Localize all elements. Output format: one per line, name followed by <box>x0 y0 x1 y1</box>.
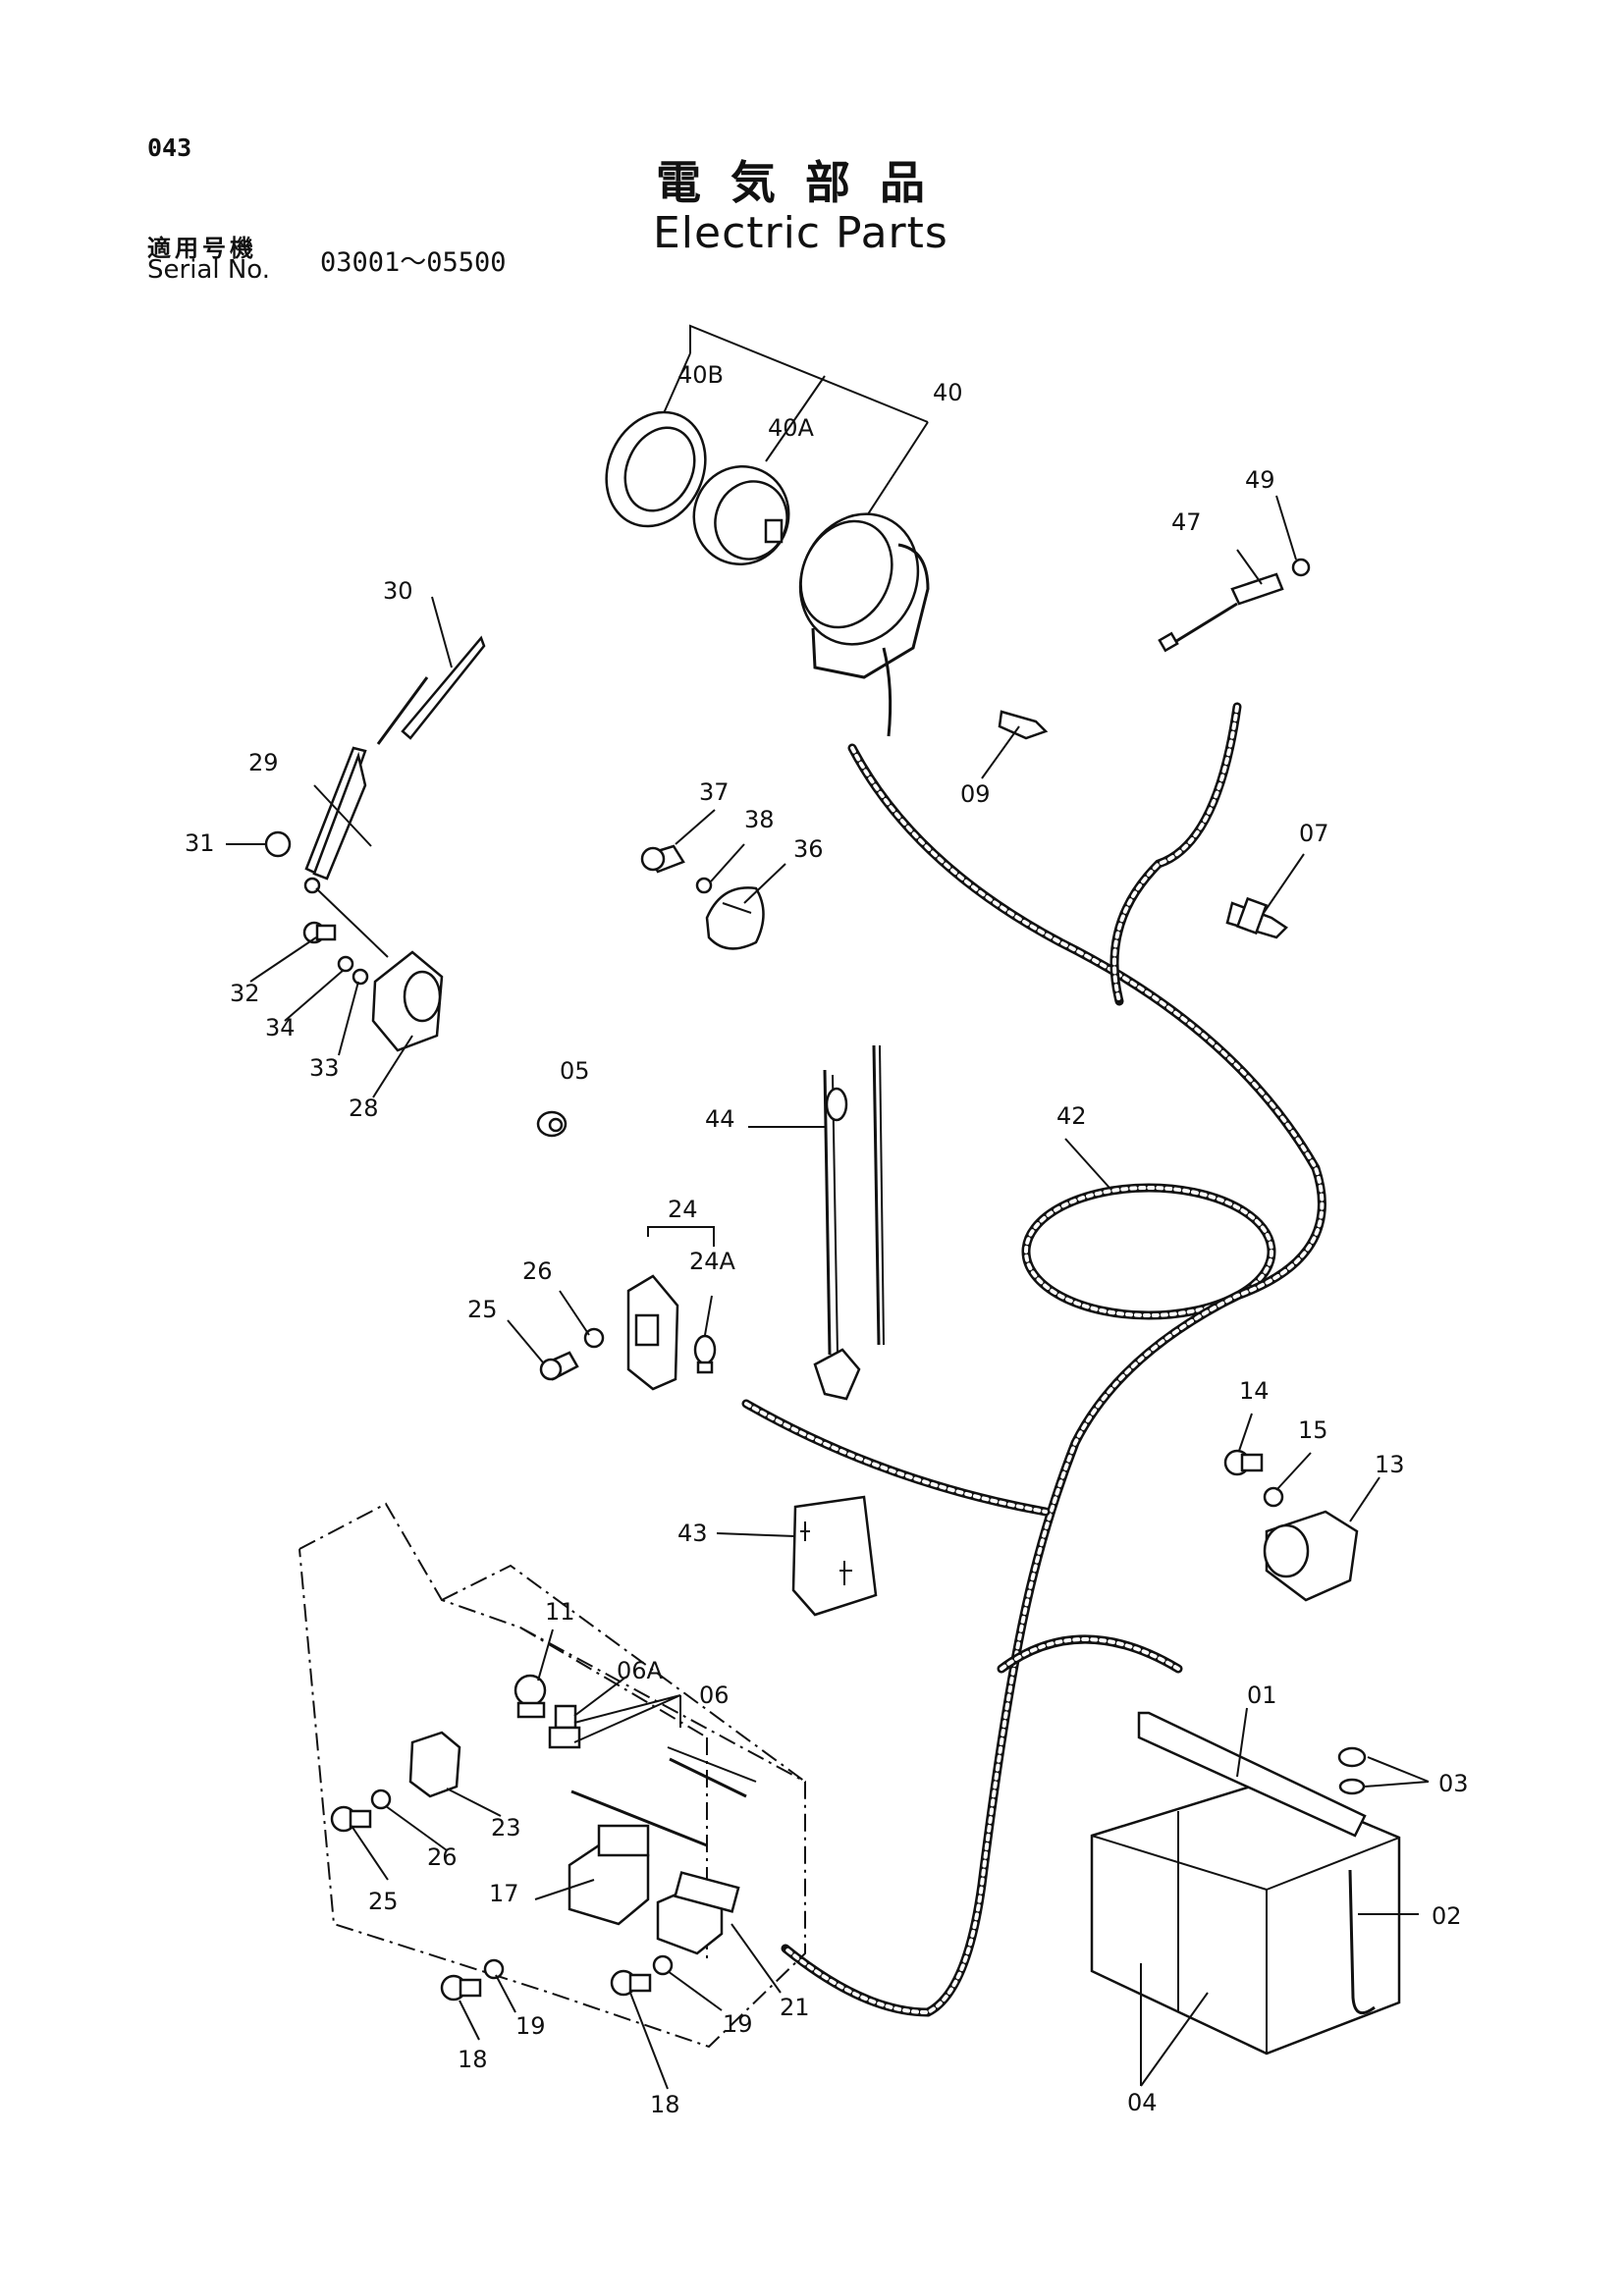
callout-24A: 24A <box>689 1248 736 1275</box>
bracket-36-group <box>640 844 765 950</box>
callout-15: 15 <box>1298 1416 1328 1444</box>
work-light-assembly <box>605 324 930 737</box>
callout-30: 30 <box>383 577 413 605</box>
callout-31: 31 <box>185 829 215 857</box>
callout-47: 47 <box>1171 508 1202 536</box>
callout-18-left: 18 <box>458 2046 488 2073</box>
callout-11: 11 <box>545 1598 575 1626</box>
switch-13-group <box>1223 1449 1359 1602</box>
callout-32: 32 <box>230 980 260 1007</box>
callout-38: 38 <box>744 806 775 833</box>
serial-label-japanese: 適用号機 <box>147 235 257 262</box>
callout-03: 03 <box>1438 1770 1469 1797</box>
grommet-05 <box>536 1110 568 1138</box>
callout-25-lower: 25 <box>368 1888 399 1915</box>
callout-28: 28 <box>349 1095 379 1122</box>
callout-21: 21 <box>780 1994 810 2021</box>
callout-24: 24 <box>668 1196 698 1223</box>
callout-40: 40 <box>933 379 963 406</box>
callout-36: 36 <box>793 835 824 863</box>
callout-26-lower: 26 <box>427 1843 458 1871</box>
page-title-english: Electric Parts <box>653 208 948 258</box>
callout-23: 23 <box>491 1814 521 1842</box>
callout-19-right: 19 <box>723 2010 753 2038</box>
callout-labels: 40B 40A 40 49 47 30 29 31 09 37 38 36 07… <box>185 361 1469 2118</box>
callout-18-right: 18 <box>650 2091 680 2118</box>
callout-01: 01 <box>1247 1682 1277 1709</box>
callout-37: 37 <box>699 778 730 806</box>
callout-34: 34 <box>265 1014 296 1041</box>
callout-06A: 06A <box>617 1657 664 1684</box>
serial-range: 03001～05500 <box>320 247 507 278</box>
page-number: 043 <box>147 133 192 162</box>
callout-44: 44 <box>705 1105 735 1133</box>
leader-lines <box>226 495 1430 2090</box>
callout-42: 42 <box>1056 1102 1087 1130</box>
callout-26-upper: 26 <box>522 1257 553 1285</box>
callout-06: 06 <box>699 1682 730 1709</box>
callout-25-upper: 25 <box>467 1296 498 1323</box>
console-assembly <box>298 1502 806 2049</box>
callout-43: 43 <box>677 1520 708 1547</box>
callout-33: 33 <box>309 1054 340 1082</box>
antenna-44 <box>813 1044 885 1401</box>
callout-29: 29 <box>248 749 279 776</box>
callout-05: 05 <box>560 1057 590 1085</box>
callout-17: 17 <box>489 1880 519 1907</box>
callout-40A: 40A <box>768 414 815 442</box>
serial-label-english: Serial No. <box>147 255 270 285</box>
page-title-japanese: 電気部品 <box>656 156 954 209</box>
panel-43 <box>791 1495 878 1617</box>
callout-07: 07 <box>1299 820 1329 847</box>
callout-49: 49 <box>1245 466 1275 494</box>
callout-02: 02 <box>1432 1902 1462 1930</box>
callout-09: 09 <box>960 780 991 808</box>
callout-40B: 40B <box>677 361 724 389</box>
callout-04: 04 <box>1127 2089 1158 2116</box>
callout-14: 14 <box>1239 1377 1270 1405</box>
callout-19-left: 19 <box>515 2012 546 2040</box>
callout-13: 13 <box>1375 1451 1405 1478</box>
wiper-assembly <box>264 635 486 1052</box>
battery-group <box>1090 1711 1401 2056</box>
sensors-group <box>998 558 1311 939</box>
cab-light-group <box>539 1226 717 1391</box>
wiring-harness <box>741 702 1326 2017</box>
